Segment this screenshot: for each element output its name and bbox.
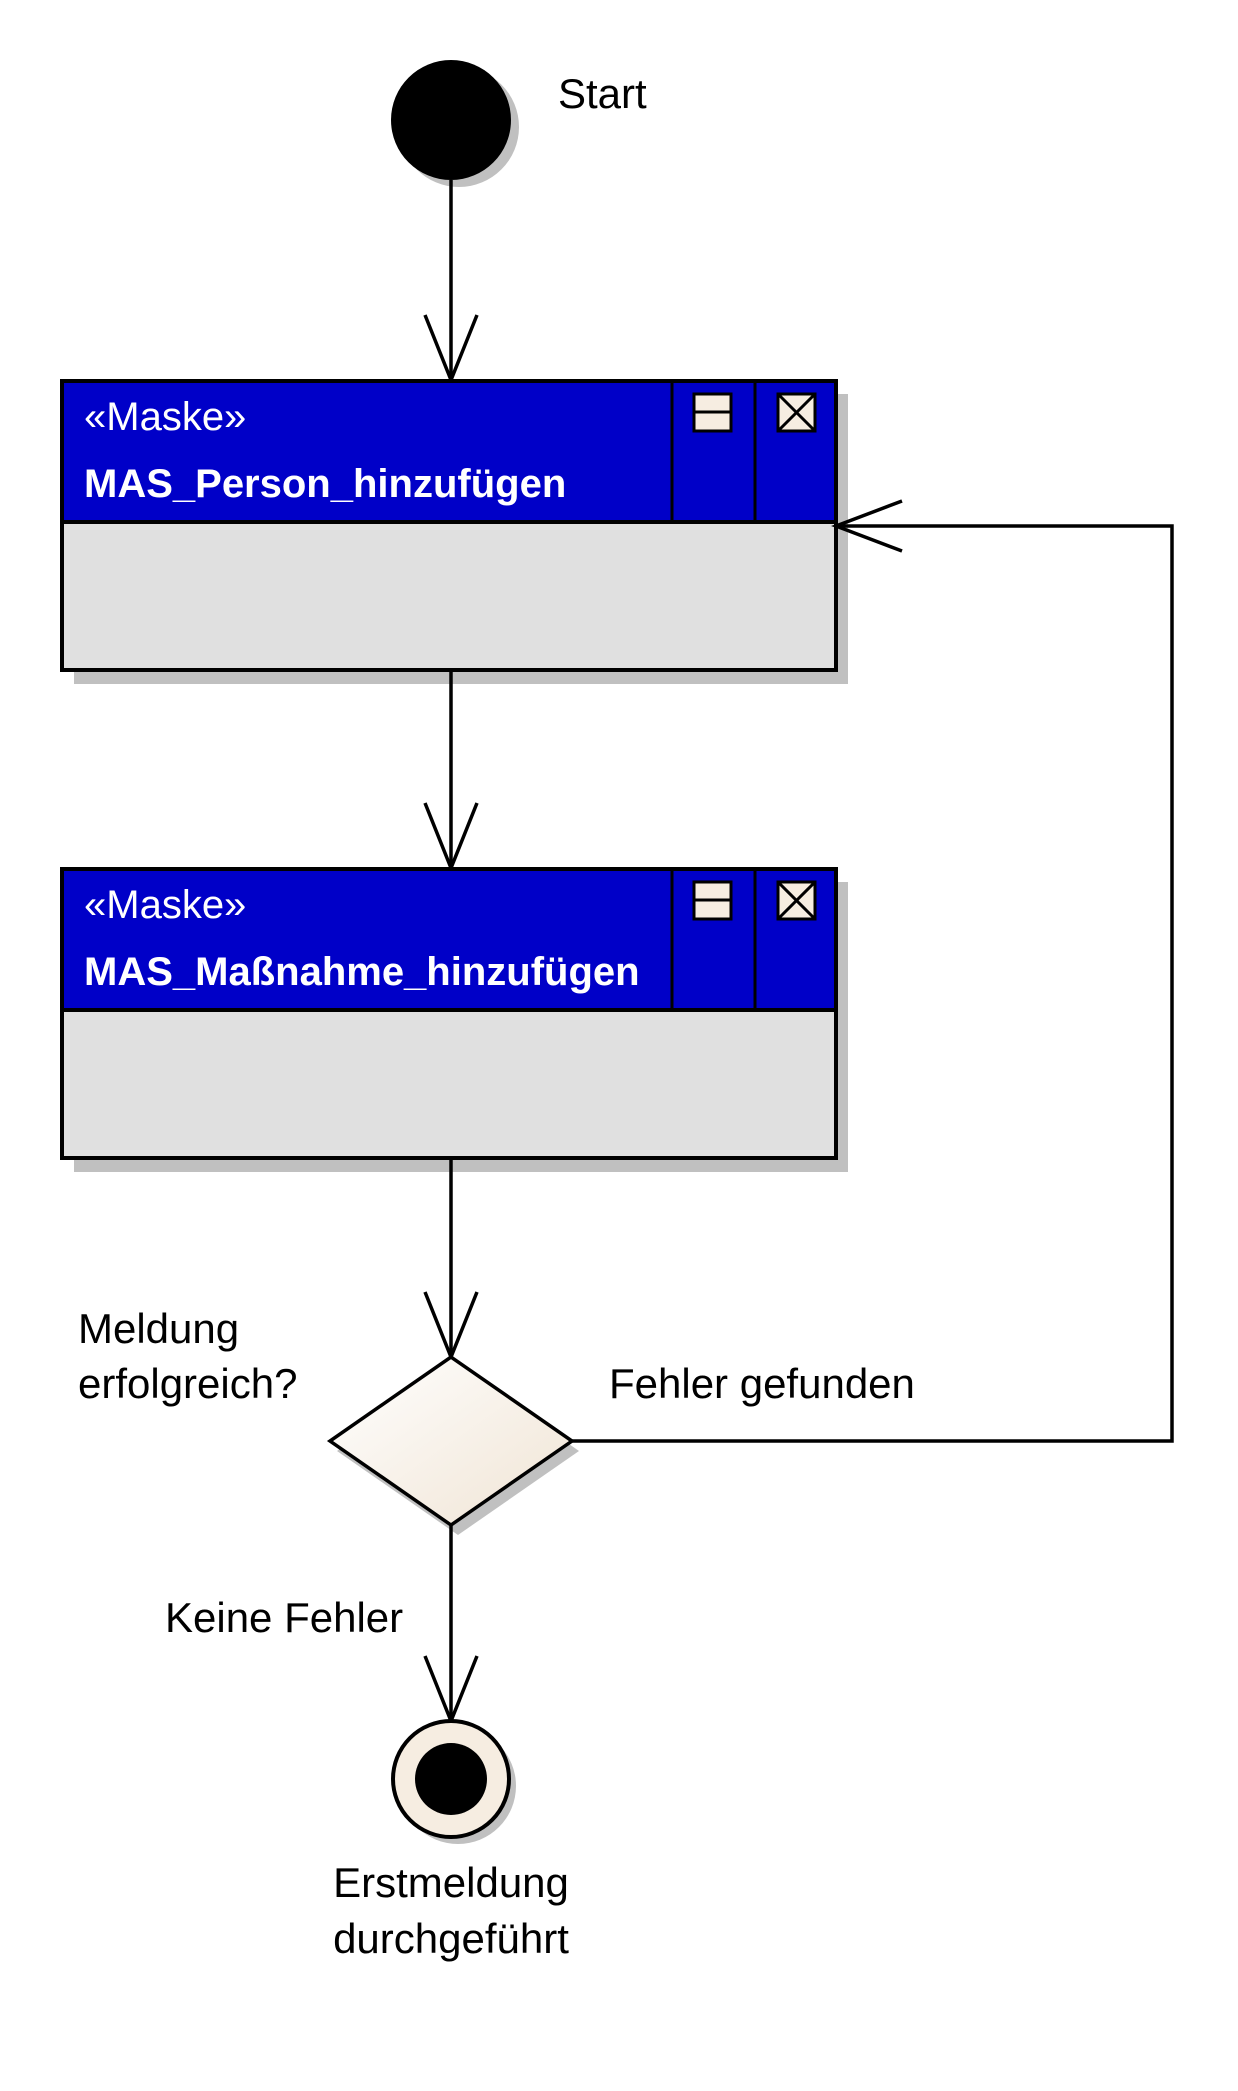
action-mas-person-hinzufuegen[interactable]: «Maske» MAS_Person_hinzufügen: [60, 379, 848, 684]
final-node[interactable]: [391, 1719, 516, 1844]
edge-person-to-massnahme: [423, 670, 479, 873]
decision-node[interactable]: [326, 1354, 579, 1535]
edge-decision-loop-back: [572, 499, 1174, 1443]
action-mas-massnahme-hinzufuegen[interactable]: «Maske» MAS_Maßnahme_hinzufügen: [60, 867, 848, 1172]
start-node[interactable]: [391, 60, 519, 187]
close-box-icon[interactable]: [776, 880, 817, 921]
end-label-line2: durchgeführt: [333, 1915, 569, 1962]
branch-label-error: Fehler gefunden: [609, 1360, 915, 1407]
compartment-icon[interactable]: [692, 880, 733, 921]
compartment-icon[interactable]: [692, 392, 733, 433]
close-box-icon[interactable]: [776, 392, 817, 433]
branch-label-ok: Keine Fehler: [165, 1594, 403, 1641]
decision-label-line2: erfolgreich?: [78, 1360, 297, 1407]
decision-label-line1: Meldung: [78, 1305, 239, 1352]
action-stereotype: «Maske»: [84, 395, 246, 439]
action-name: MAS_Person_hinzufügen: [84, 462, 566, 506]
action-stereotype: «Maske»: [84, 883, 246, 927]
end-label-line1: Erstmeldung: [333, 1859, 569, 1906]
edge-decision-to-end: [423, 1525, 479, 1726]
action-name: MAS_Maßnahme_hinzufügen: [84, 950, 640, 994]
edge-start-to-person: [423, 180, 479, 385]
start-label: Start: [558, 70, 647, 117]
edge-massnahme-to-decision: [423, 1158, 479, 1362]
